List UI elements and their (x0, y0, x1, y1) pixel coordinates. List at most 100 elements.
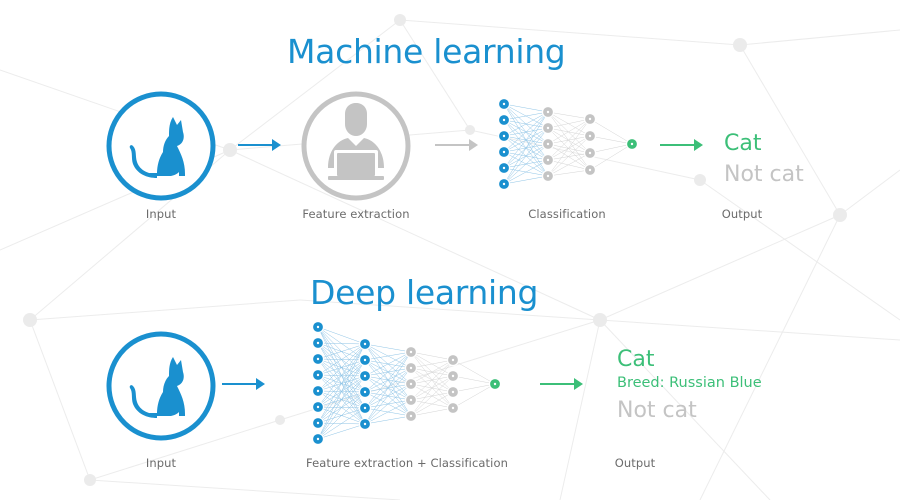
network-node-dot (588, 151, 592, 155)
dl-output-not-cat: Not cat (617, 398, 697, 423)
network-node-dot (363, 390, 367, 394)
network-edge (547, 135, 591, 145)
network-edge (410, 407, 454, 417)
dl-caption-input: Input (145, 456, 177, 470)
network-edge (589, 118, 633, 145)
network-edge (317, 375, 366, 440)
network-edge (503, 111, 549, 137)
network-node-dot (502, 118, 506, 122)
network-edge (503, 111, 549, 169)
deep-learning-title: Deep learning (310, 273, 539, 312)
network-edge (503, 175, 549, 185)
network-node-dot (502, 150, 506, 154)
network-node-dot (546, 174, 550, 178)
network-edge (547, 135, 591, 177)
network-node-dot (502, 182, 506, 186)
network-edge (503, 159, 549, 185)
network-edge (410, 391, 454, 417)
network-edge (547, 127, 591, 137)
network-edge (547, 118, 591, 145)
network-node-dot (409, 382, 413, 386)
network-edge (364, 343, 412, 353)
cat-icon (106, 91, 216, 201)
network-edge (317, 343, 366, 440)
network-edge (410, 359, 454, 401)
network-edge (410, 359, 454, 417)
ml-caption-feature-extraction: Feature extraction (302, 207, 410, 221)
network-node-dot (316, 373, 320, 377)
network-edge (547, 135, 591, 161)
ml-output-not-cat: Not cat (724, 162, 804, 187)
network-edge (547, 127, 591, 171)
network-edge (547, 152, 591, 177)
network-node-dot (363, 358, 367, 362)
network-node-dot (363, 422, 367, 426)
network-edge (589, 143, 633, 154)
network-edge (547, 159, 591, 171)
network-node-dot (316, 325, 320, 329)
network-edge (364, 383, 412, 425)
dl-output-breed: Breed: Russian Blue (617, 375, 762, 391)
network-edge (547, 111, 591, 137)
network-node-dot (630, 142, 634, 146)
network-edge (364, 351, 412, 361)
network-edge (503, 111, 549, 121)
network-node-dot (316, 389, 320, 393)
network-node-dot (316, 357, 320, 361)
network-edge (364, 367, 412, 425)
network-edge (547, 118, 591, 129)
network-edge (547, 152, 591, 161)
person-at-laptop-icon (301, 91, 411, 201)
network-edge (589, 135, 633, 145)
network-edge (410, 359, 454, 369)
network-node-dot (316, 421, 320, 425)
network-node-dot (451, 390, 455, 394)
network-edge (452, 375, 496, 385)
network-edge (317, 326, 366, 345)
network-edge (503, 111, 549, 185)
network-edge (503, 111, 549, 153)
network-edge (317, 343, 366, 408)
network-edge (410, 375, 454, 417)
ml-caption-input: Input (145, 207, 177, 221)
network-edge (547, 111, 591, 171)
network-node-dot (588, 168, 592, 172)
network-node-dot (546, 158, 550, 162)
network-node-dot (451, 358, 455, 362)
network-edge (364, 351, 412, 425)
network-node-dot (363, 342, 367, 346)
network-node-dot (363, 374, 367, 378)
network-edge (317, 343, 366, 360)
network-node-dot (451, 406, 455, 410)
network-edge (317, 391, 366, 440)
network-edge (547, 111, 591, 120)
network-node-dot (316, 437, 320, 441)
network-node-dot (588, 117, 592, 121)
arrow-right-icon (540, 378, 583, 390)
network-node-dot (409, 350, 413, 354)
network-edge (317, 359, 366, 440)
network-node-dot (546, 142, 550, 146)
network-edge (364, 351, 412, 393)
network-edge (547, 111, 591, 154)
network-edge (364, 351, 412, 409)
network-edge (364, 399, 412, 425)
network-node-dot (409, 398, 413, 402)
network-node-dot (502, 134, 506, 138)
network-edge (317, 343, 366, 424)
network-node-dot (546, 110, 550, 114)
network-node-dot (316, 341, 320, 345)
network-edge (547, 118, 591, 177)
network-edge (410, 351, 454, 361)
network-edge (364, 415, 412, 425)
network-edge (364, 351, 412, 377)
network-edge (547, 143, 591, 154)
ml-caption-classification: Classification (528, 207, 606, 221)
ml-output-cat: Cat (724, 131, 762, 156)
machine-learning-title: Machine learning (287, 32, 566, 71)
network-edge (317, 343, 366, 376)
arrow-right-icon (435, 139, 478, 151)
cat-icon (106, 331, 216, 441)
network-edge (547, 169, 591, 177)
